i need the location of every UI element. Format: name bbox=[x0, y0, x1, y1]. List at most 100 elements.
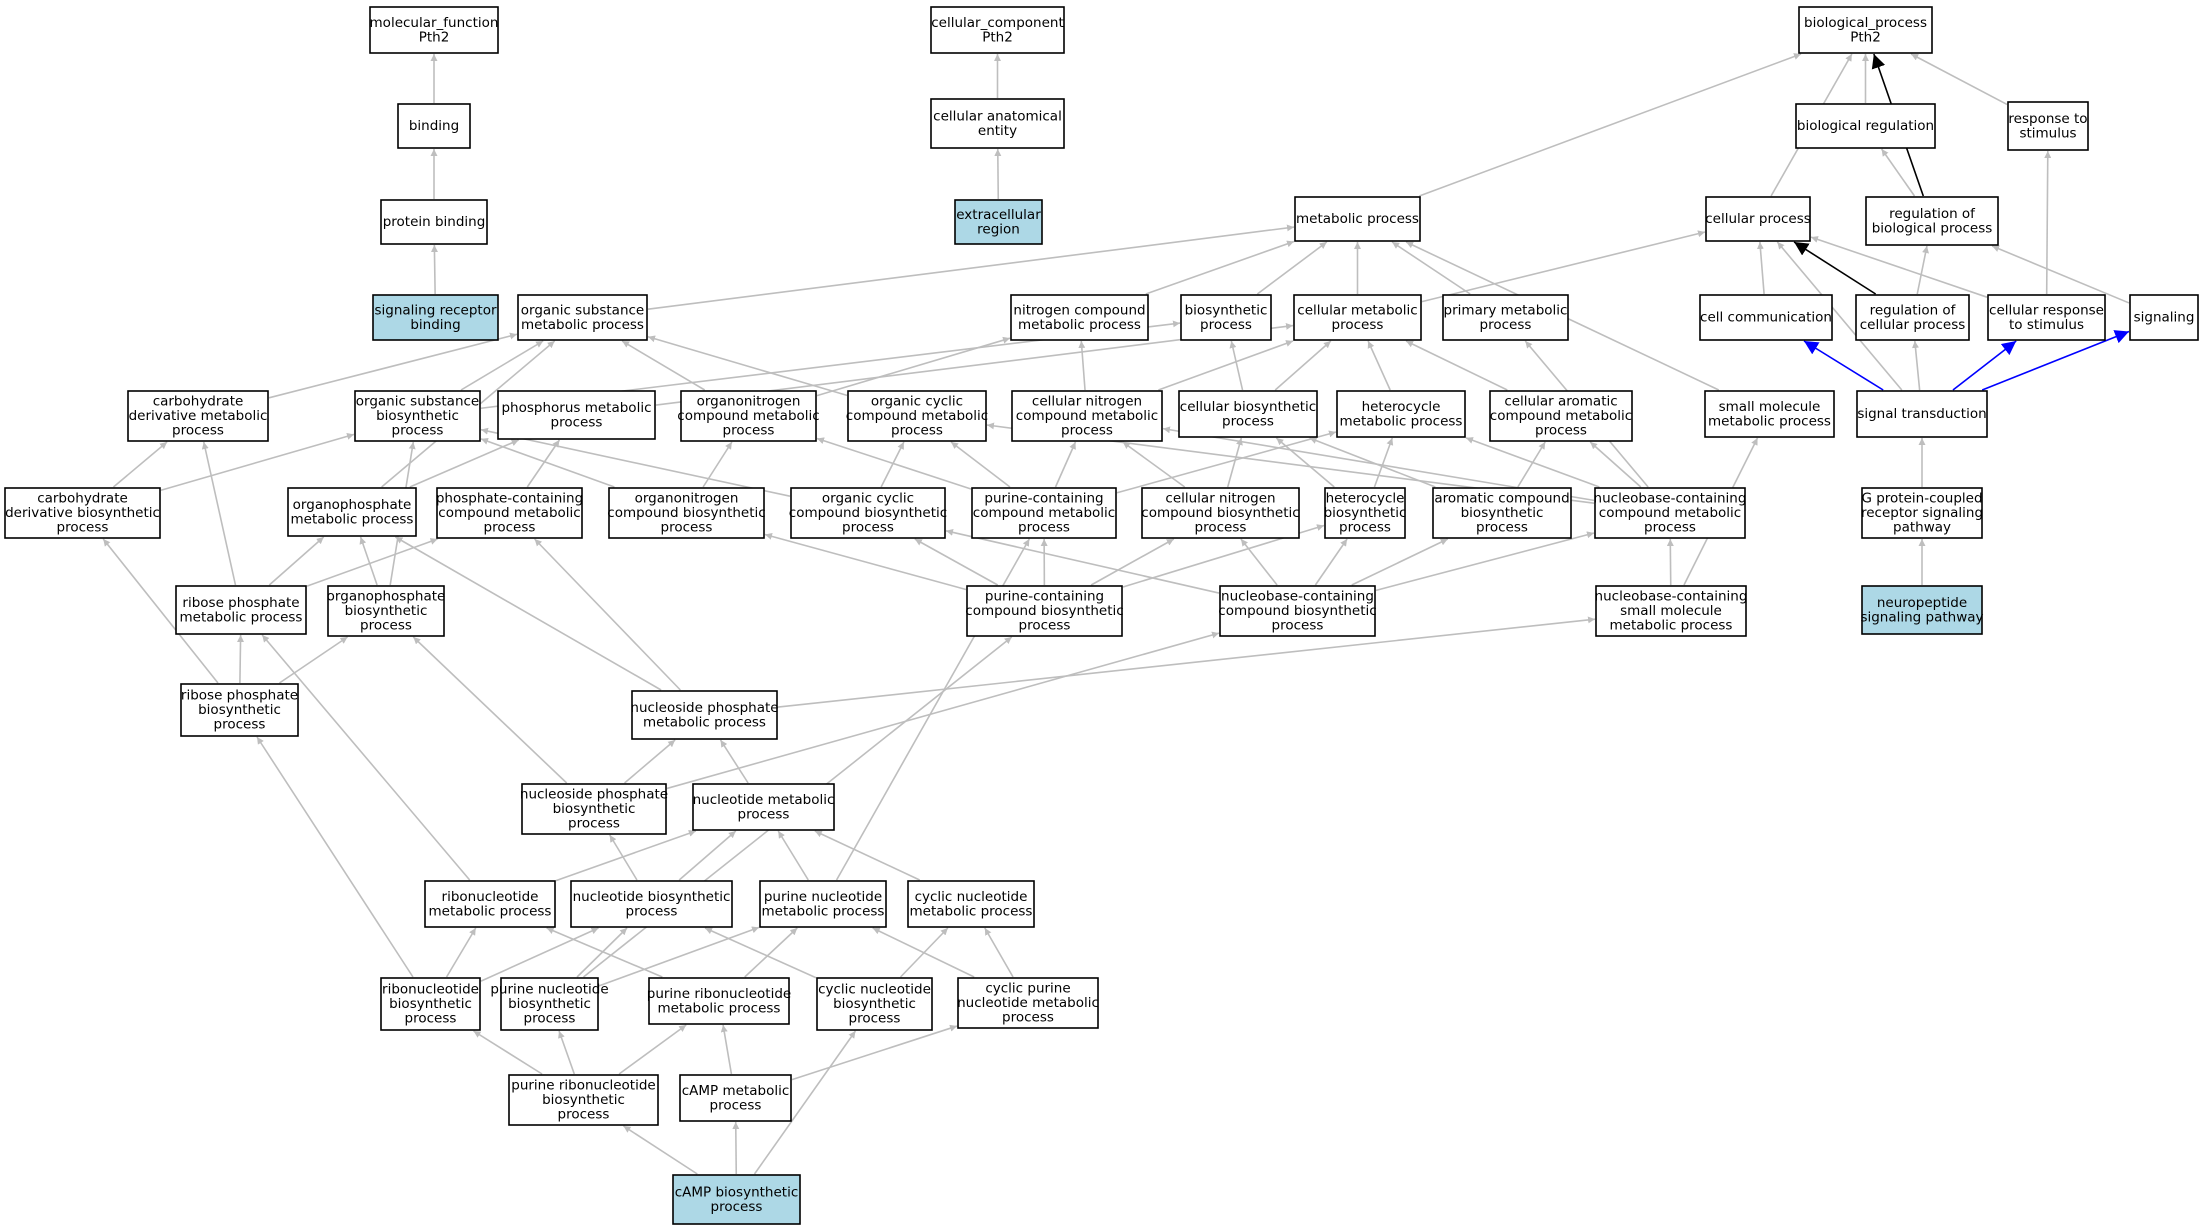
term-box bbox=[1442, 294, 1569, 341]
term-box bbox=[380, 977, 481, 1031]
term-label-line: process bbox=[1195, 520, 1247, 536]
term-label-line: neuropeptide bbox=[1877, 595, 1967, 611]
edge-rnmp-to-nmp bbox=[555, 830, 697, 882]
term-label-line: process bbox=[1002, 1010, 1054, 1026]
edge-cncmp-to-ncmp bbox=[1078, 340, 1086, 391]
term-label-line: compound biosynthetic bbox=[1141, 505, 1299, 521]
term-label-line: biosynthetic bbox=[1324, 505, 1407, 521]
edge-nbcbp-to-hbp bbox=[1314, 538, 1348, 586]
edge-prnbp-to-rnbp bbox=[473, 1030, 543, 1075]
term-label-line: biosynthetic bbox=[542, 1092, 625, 1108]
edge-hbp-to-hmp bbox=[1373, 437, 1394, 488]
term-label-line: regulation of bbox=[1889, 206, 1976, 222]
edge-cellcomm-to-cellp bbox=[1756, 241, 1765, 295]
term-node-cellcomm[interactable]: cell communication bbox=[1699, 294, 1833, 341]
edge-nbcbp-to-ocbp bbox=[945, 528, 1220, 594]
term-label-line: ribonucleotide bbox=[382, 982, 479, 998]
term-node-st[interactable]: signal transduction bbox=[1856, 390, 1988, 438]
term-node-signaling[interactable]: signaling bbox=[2129, 294, 2199, 341]
term-label-line: process bbox=[1339, 520, 1391, 536]
term-node-bioreg[interactable]: biological regulation bbox=[1795, 103, 1936, 149]
term-box bbox=[679, 1074, 792, 1122]
edge-ocbp-to-osbp bbox=[480, 427, 791, 497]
term-node-binding[interactable]: binding bbox=[397, 103, 471, 149]
term-box bbox=[1011, 390, 1163, 442]
term-box bbox=[1861, 585, 1983, 635]
edge-nspmp-to-opmp bbox=[395, 536, 662, 691]
term-label-line: biological_process bbox=[1804, 15, 1927, 31]
term-label-line: process bbox=[1480, 317, 1532, 333]
term-box bbox=[680, 390, 817, 442]
term-label-line: organophosphate bbox=[327, 589, 446, 605]
term-node-metab[interactable]: metabolic process bbox=[1294, 196, 1421, 242]
term-node-pbind[interactable]: protein binding bbox=[380, 199, 488, 245]
term-node-cellp[interactable]: cellular process bbox=[1705, 196, 1811, 242]
term-box bbox=[287, 487, 417, 537]
edge-cdmp-to-osmp bbox=[268, 332, 518, 399]
edge-cncbp-to-cncmp bbox=[1122, 441, 1186, 488]
term-label-line: receptor signaling bbox=[1861, 505, 1983, 521]
term-label-line: process bbox=[214, 717, 266, 733]
edge-nbcbp-to-cncbp bbox=[1240, 538, 1278, 586]
term-label-line: metabolic process bbox=[1018, 317, 1141, 333]
